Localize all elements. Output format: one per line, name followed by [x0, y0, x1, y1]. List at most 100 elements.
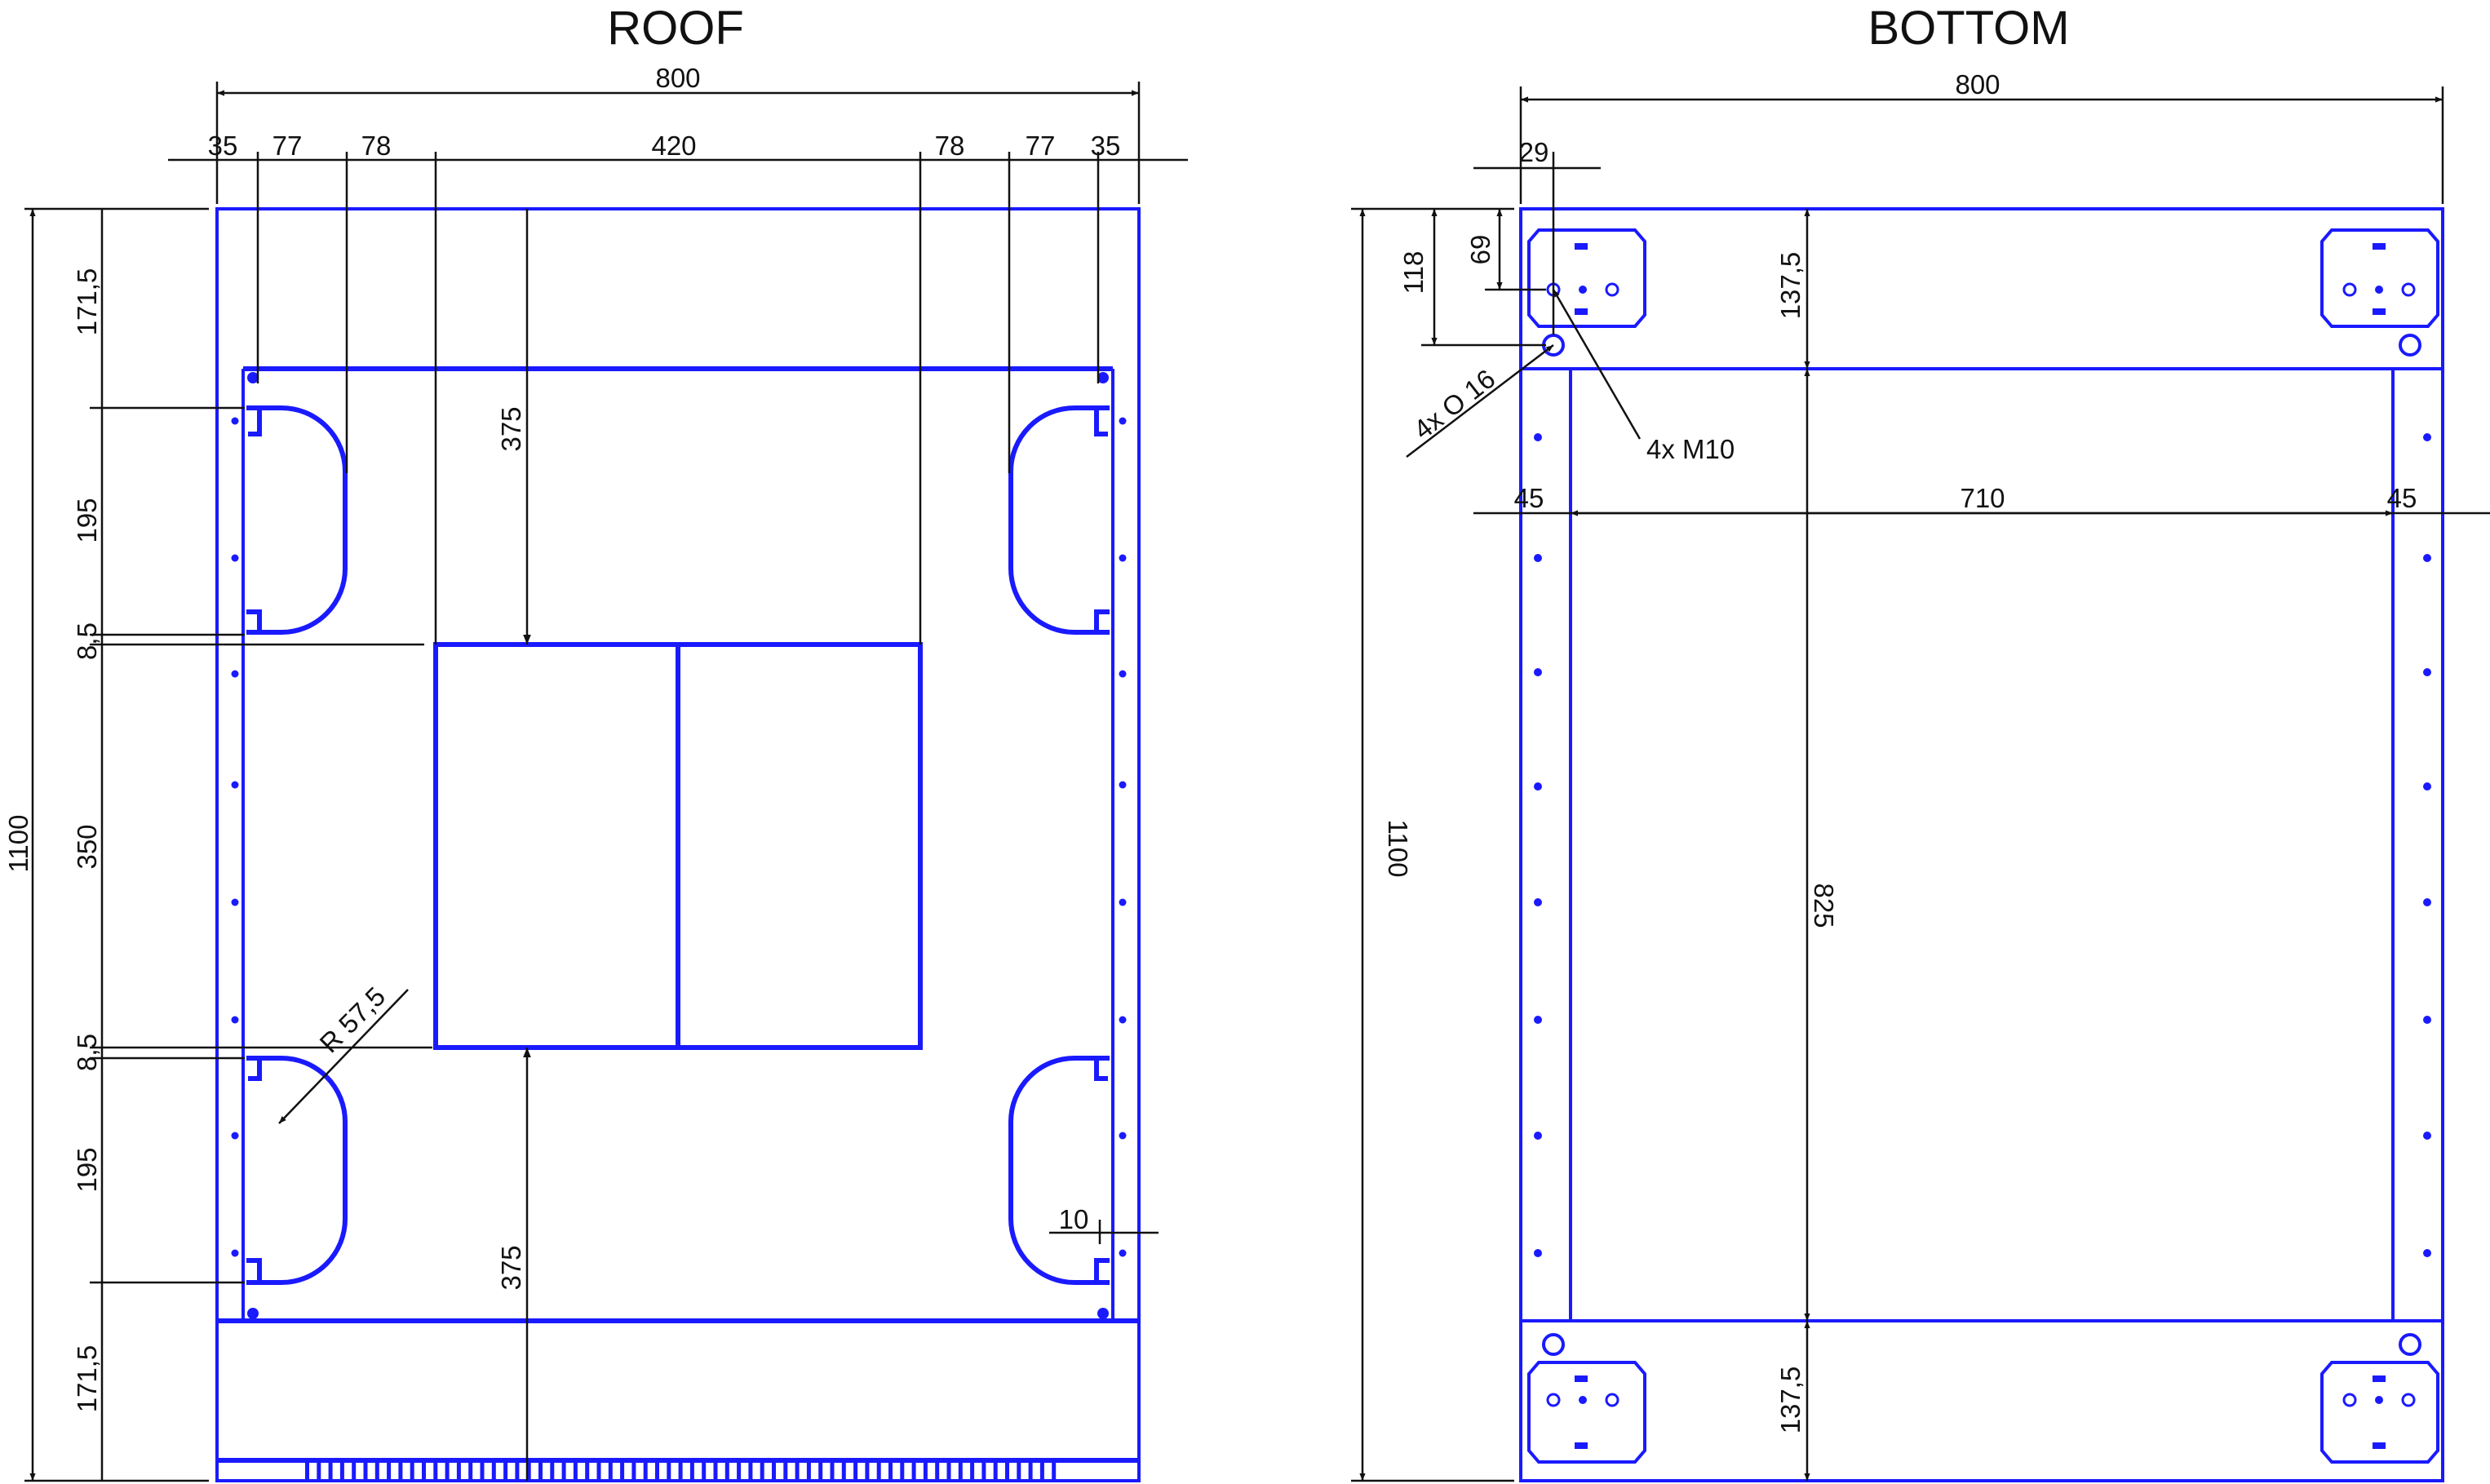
vent-slot: [317, 1463, 321, 1481]
bottom-825-label: 825: [1809, 883, 1839, 928]
roof-width-label: 800: [655, 63, 700, 93]
bottom-hole: [1534, 433, 1542, 441]
vent-slot: [339, 1463, 344, 1481]
bottom-hole: [1534, 668, 1542, 676]
vent-slot: [1052, 1463, 1057, 1481]
vent-slot: [911, 1463, 916, 1481]
roof-edge-offset-label: 10: [1059, 1204, 1089, 1234]
vent-slot: [352, 1463, 357, 1481]
roof-dimensions: [24, 82, 1188, 1482]
vent-slot: [550, 1463, 555, 1481]
roof-hole: [1119, 781, 1127, 789]
roof-left-label: 8,5: [72, 1034, 102, 1071]
bottom-hole: [1534, 1132, 1542, 1140]
roof-mounting-holes: [231, 417, 1127, 1257]
bottom-hole: [2423, 1132, 2431, 1140]
bottom-137-bottom-label: 137,5: [1775, 1367, 1805, 1434]
vent-slot: [981, 1463, 986, 1481]
vent-slot: [1005, 1463, 1009, 1481]
roof-hole: [1119, 554, 1127, 562]
roof-seg-label: 35: [1091, 131, 1121, 161]
vent-slot: [818, 1463, 823, 1481]
vent-slot: [724, 1463, 729, 1481]
bottom-69-label: 69: [1465, 235, 1495, 265]
bottom-title: BOTTOM: [1868, 2, 2069, 55]
vent-slot: [783, 1463, 788, 1481]
vent-slot: [468, 1463, 473, 1481]
vent-slot: [573, 1463, 578, 1481]
vent-slot: [503, 1463, 508, 1481]
roof-cable-opening-top-right: [1008, 405, 1110, 635]
vent-slot: [491, 1463, 496, 1481]
roof-cable-opening-bottom-left: [246, 1056, 348, 1285]
roof-seg-label: 77: [1026, 131, 1056, 161]
roof-hole: [1119, 898, 1127, 906]
roof-left-label: 171,5: [72, 268, 102, 336]
caster-plate-top-left: [1527, 228, 1646, 328]
roof-seg-label: 77: [272, 131, 303, 161]
vent-slot: [795, 1463, 800, 1481]
bottom-hole: [2423, 782, 2431, 791]
vent-slot: [958, 1463, 963, 1481]
vent-slot: [702, 1463, 707, 1481]
roof-hole: [231, 1016, 239, 1024]
vent-slot: [596, 1463, 601, 1481]
vent-slot: [538, 1463, 543, 1481]
roof-left-label: 350: [72, 824, 102, 869]
roof-inner-bottom-label: 375: [496, 1245, 526, 1290]
vent-slot: [363, 1463, 368, 1481]
bottom-span-right-label: 45: [2387, 483, 2417, 513]
vent-slot: [748, 1463, 753, 1481]
roof-vent-slots: [305, 1463, 1057, 1481]
roof-hole: [231, 898, 239, 906]
vent-slot: [737, 1463, 742, 1481]
vent-slot: [678, 1463, 683, 1481]
vent-slot: [667, 1463, 671, 1481]
vent-slot: [900, 1463, 905, 1481]
vent-slot: [456, 1463, 461, 1481]
roof-left-label: 195: [72, 498, 102, 543]
vent-slot: [480, 1463, 485, 1481]
vent-slot: [608, 1463, 613, 1481]
vent-slot: [946, 1463, 951, 1481]
vent-slot: [830, 1463, 835, 1481]
roof-hole: [231, 554, 239, 562]
vent-slot: [970, 1463, 975, 1481]
vent-slot: [410, 1463, 414, 1481]
bottom-dimensions: [1351, 86, 2490, 1482]
roof-view: ROOF: [3, 2, 1188, 1482]
vent-slot: [865, 1463, 870, 1481]
vent-slot: [387, 1463, 392, 1481]
bottom-hole-note: 4x O 16: [1408, 363, 1501, 445]
vent-slot: [760, 1463, 764, 1481]
roof-hole: [231, 781, 239, 789]
roof-inner-top-label: 375: [496, 406, 526, 451]
bottom-hole: [1534, 1249, 1542, 1257]
roof-seg-label: 420: [651, 131, 696, 161]
bottom-hole: [1534, 1016, 1542, 1024]
roof-hole: [1119, 1249, 1127, 1257]
bottom-hole: [2423, 668, 2431, 676]
roof-outline: [215, 207, 1141, 1482]
bottom-137-top-label: 137,5: [1775, 252, 1805, 320]
vent-slot: [643, 1463, 648, 1481]
vent-slot: [1039, 1463, 1044, 1481]
bottom-span-left-label: 45: [1514, 483, 1544, 513]
roof-left-label: 195: [72, 1147, 102, 1192]
vent-slot: [689, 1463, 694, 1481]
vent-slot: [1017, 1463, 1021, 1481]
caster-plate-bottom-left: [1527, 1361, 1646, 1464]
bottom-hole: [2423, 1249, 2431, 1257]
bottom-hole: [1534, 554, 1542, 562]
vent-slot: [374, 1463, 379, 1481]
vent-slot: [772, 1463, 776, 1481]
roof-hole: [1119, 1132, 1127, 1140]
bottom-hole: [2423, 433, 2431, 441]
vent-slot: [515, 1463, 520, 1481]
bottom-hole: [1534, 782, 1542, 791]
vent-slot: [398, 1463, 403, 1481]
bottom-view: BOTTOM: [1351, 2, 2490, 1482]
vent-slot: [806, 1463, 811, 1481]
roof-seg-label: 78: [361, 131, 392, 161]
roof-hole: [231, 417, 239, 425]
